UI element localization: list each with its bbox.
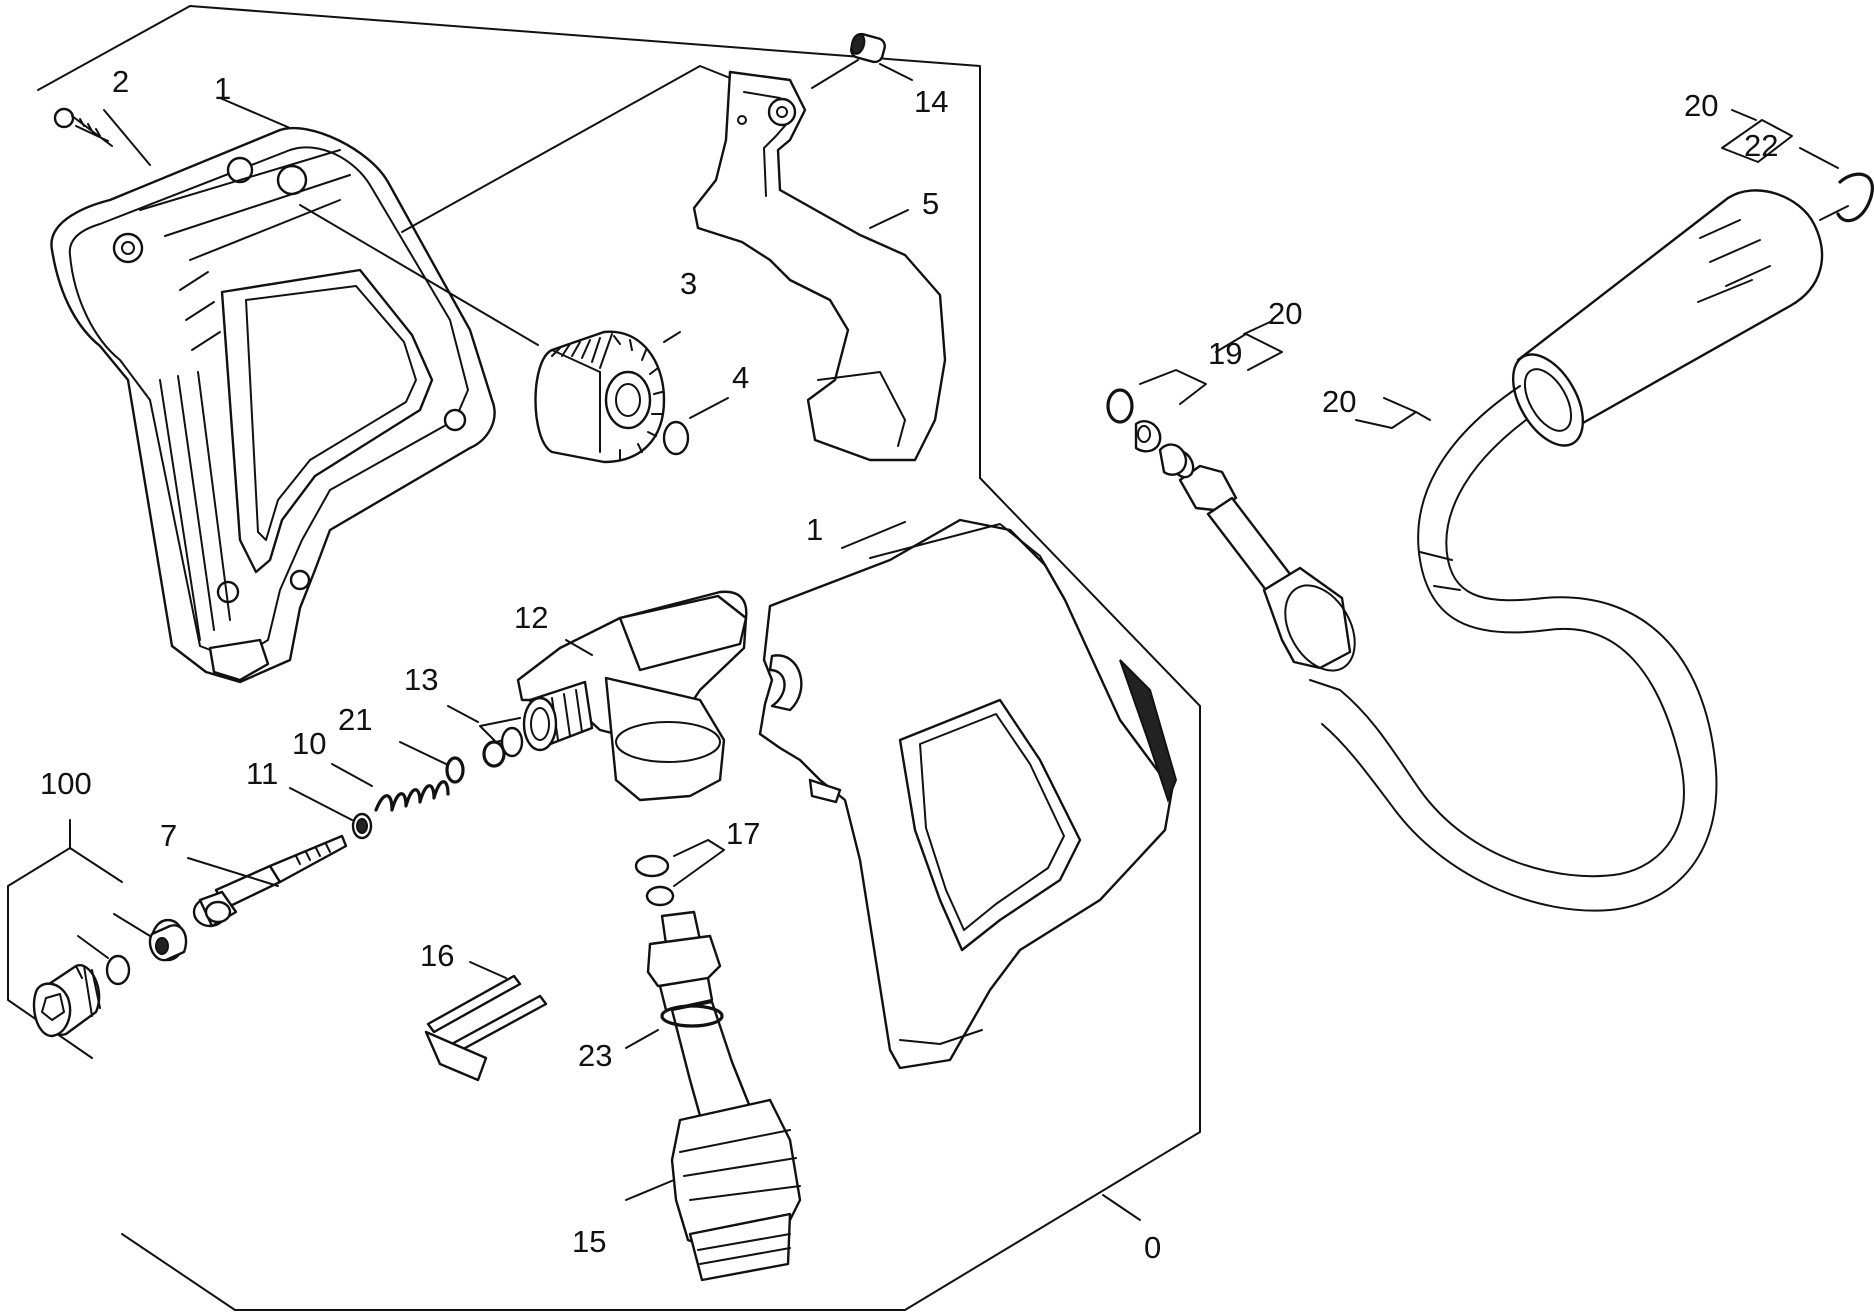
part-11-o-ring <box>289 787 373 840</box>
label-2: 2 <box>112 64 129 99</box>
label-1-left: 1 <box>214 71 231 106</box>
part-20-spray-tube <box>1106 189 1824 912</box>
label-13: 13 <box>404 662 438 697</box>
label-1-right: 1 <box>806 512 823 547</box>
part-15-connector <box>625 910 802 1282</box>
part-3-gear-nut <box>534 330 681 464</box>
label-20-c: 20 <box>1322 384 1356 419</box>
leader-line-0 <box>1102 1194 1141 1221</box>
label-0: 0 <box>1144 1230 1161 1265</box>
label-19: 19 <box>1208 336 1242 371</box>
label-22: 22 <box>1744 128 1778 163</box>
part-1-left-handle-shell <box>50 97 539 684</box>
part-17-o-rings <box>634 839 725 907</box>
label-11: 11 <box>246 756 278 791</box>
part-2-screw <box>53 107 151 166</box>
part-12-valve-body <box>516 590 748 802</box>
part-5-trigger <box>692 70 947 462</box>
label-4: 4 <box>732 360 749 395</box>
label-23: 23 <box>578 1038 612 1073</box>
label-17: 17 <box>726 816 760 851</box>
part-10-spring <box>331 763 450 812</box>
label-20-a: 20 <box>1684 88 1718 123</box>
part-7-valve-pin <box>187 834 348 928</box>
part-14-pin <box>811 32 913 89</box>
label-20-b: 20 <box>1268 296 1302 331</box>
part-4-o-ring <box>662 397 729 456</box>
label-15: 15 <box>572 1224 606 1259</box>
label-10: 10 <box>292 726 326 761</box>
label-21: 21 <box>338 702 372 737</box>
part-21-o-ring <box>399 741 465 784</box>
part-1-right-handle-shell <box>758 518 1178 1070</box>
leader-line-1-to-5 <box>401 65 736 233</box>
label-100: 100 <box>40 766 92 801</box>
label-7: 7 <box>160 818 177 853</box>
part-13-clip <box>447 705 524 768</box>
label-16: 16 <box>420 938 454 973</box>
label-12: 12 <box>514 600 548 635</box>
part-labels: 0 1 1 2 3 4 5 7 10 11 12 13 14 15 16 17 … <box>40 64 1778 1265</box>
part-16-pins <box>424 961 548 1082</box>
part-100-valve-kit <box>7 819 188 1059</box>
label-14: 14 <box>914 84 948 119</box>
label-3: 3 <box>680 266 697 301</box>
part-22-ring <box>1721 109 1874 223</box>
label-5: 5 <box>922 186 939 221</box>
assembly-boundary-line <box>37 5 1201 1311</box>
